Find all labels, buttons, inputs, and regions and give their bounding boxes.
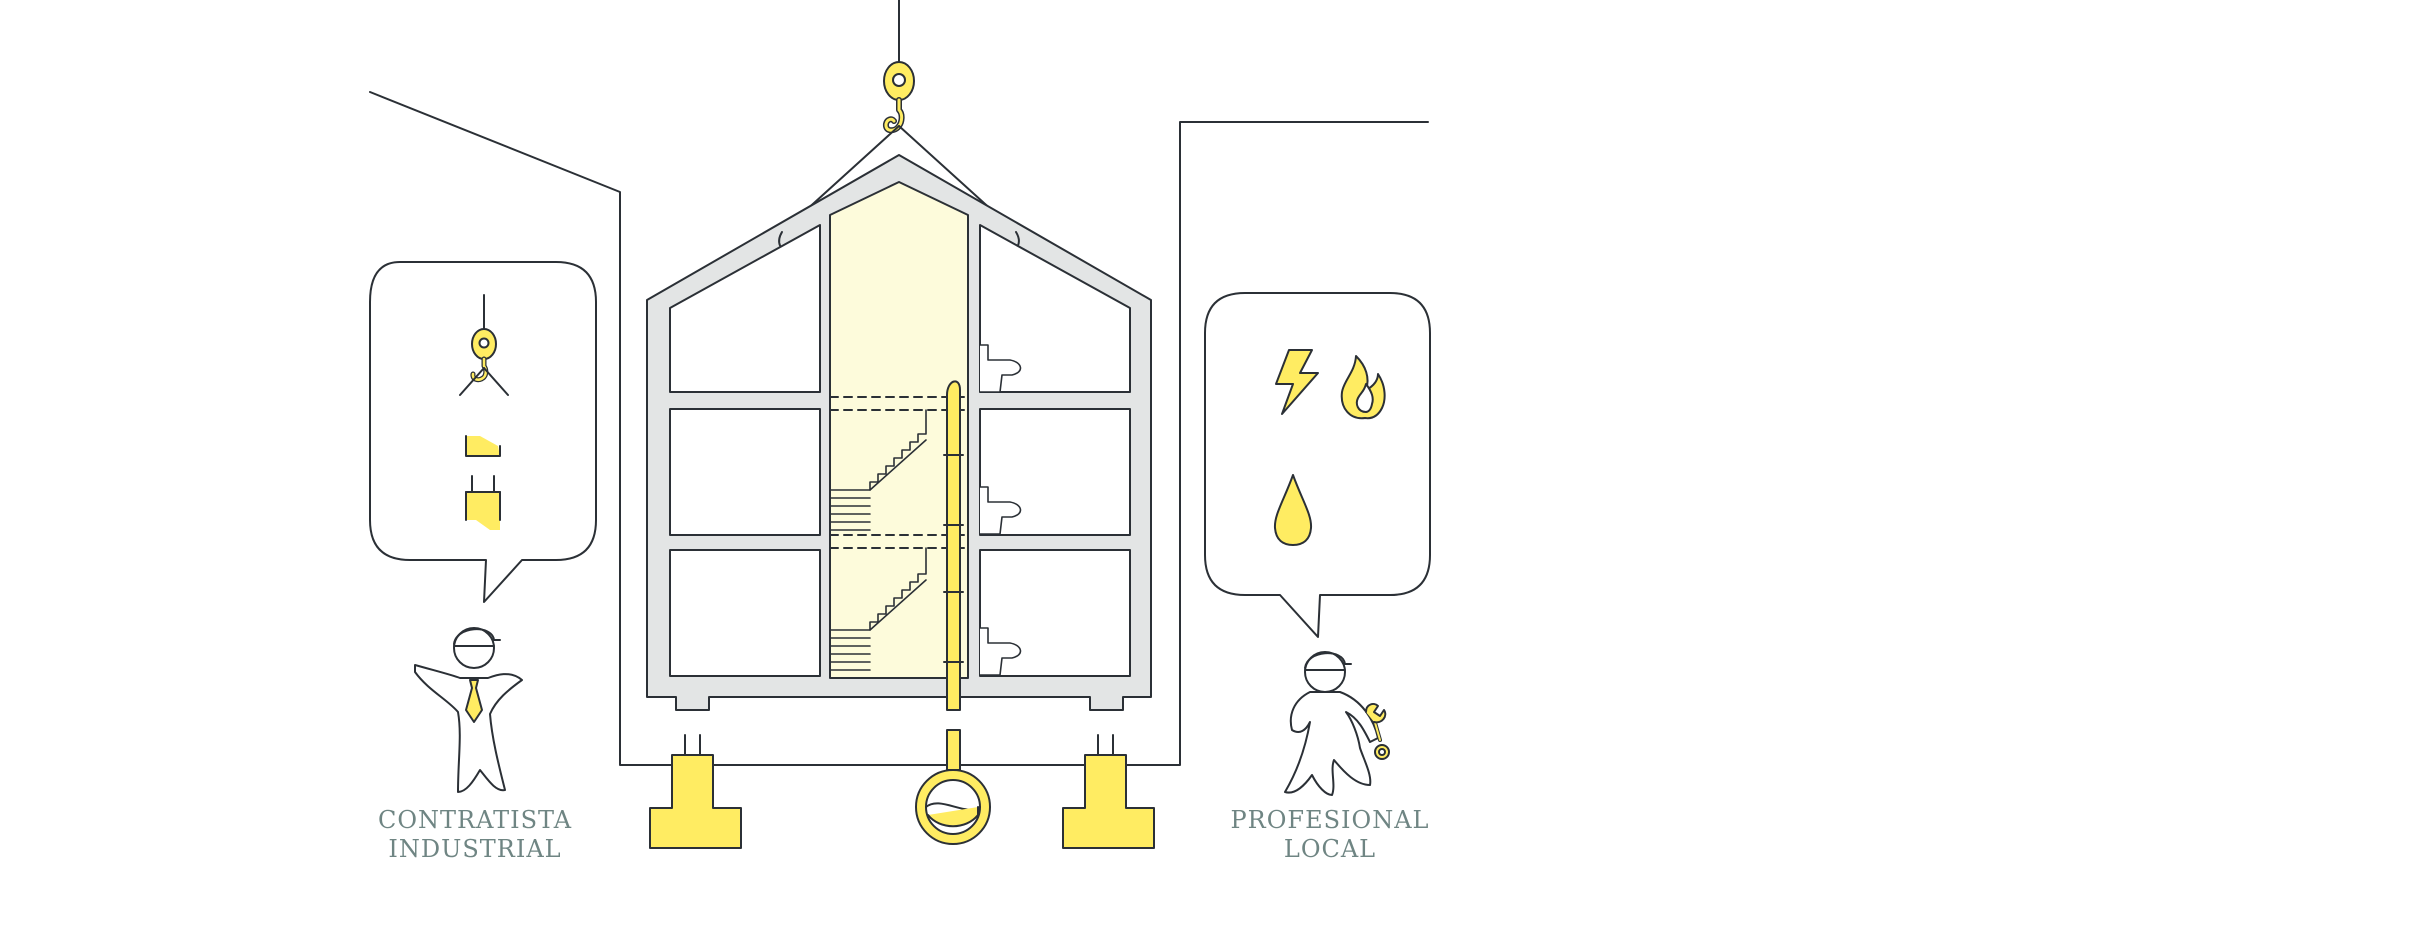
utility-connection-ring	[915, 769, 991, 845]
crane-hook-icon	[459, 294, 509, 396]
lightning-icon	[1275, 349, 1319, 415]
staircase	[829, 409, 927, 671]
contractor-label-line2: INDUSTRIAL	[388, 835, 562, 863]
foundation-footing-right	[1062, 734, 1155, 849]
contractor-label-line1: CONTRATISTA	[377, 806, 573, 834]
service-riser	[943, 380, 964, 771]
flame-icon	[1340, 355, 1386, 420]
local-label-line2: LOCAL	[1283, 835, 1377, 863]
contractor-label: CONTRATISTA INDUSTRIAL	[355, 806, 595, 864]
foundation-footing-left	[649, 734, 742, 849]
site-boundary-lines	[369, 91, 1429, 766]
local-professional-figure	[1284, 651, 1390, 796]
contractor-figure	[414, 627, 523, 793]
local-speech-bubble	[1204, 292, 1431, 638]
toilet-icon	[979, 344, 1022, 676]
roof-module-icon	[465, 435, 501, 457]
wrench-icon	[1365, 703, 1390, 760]
water-drop-icon	[1273, 474, 1313, 546]
house-section	[646, 154, 1152, 711]
local-label-line1: PROFESIONAL	[1230, 806, 1430, 834]
contractor-speech-bubble	[369, 261, 597, 603]
local-label: PROFESIONAL LOCAL	[1210, 806, 1450, 864]
wall-module-icon	[465, 475, 501, 530]
